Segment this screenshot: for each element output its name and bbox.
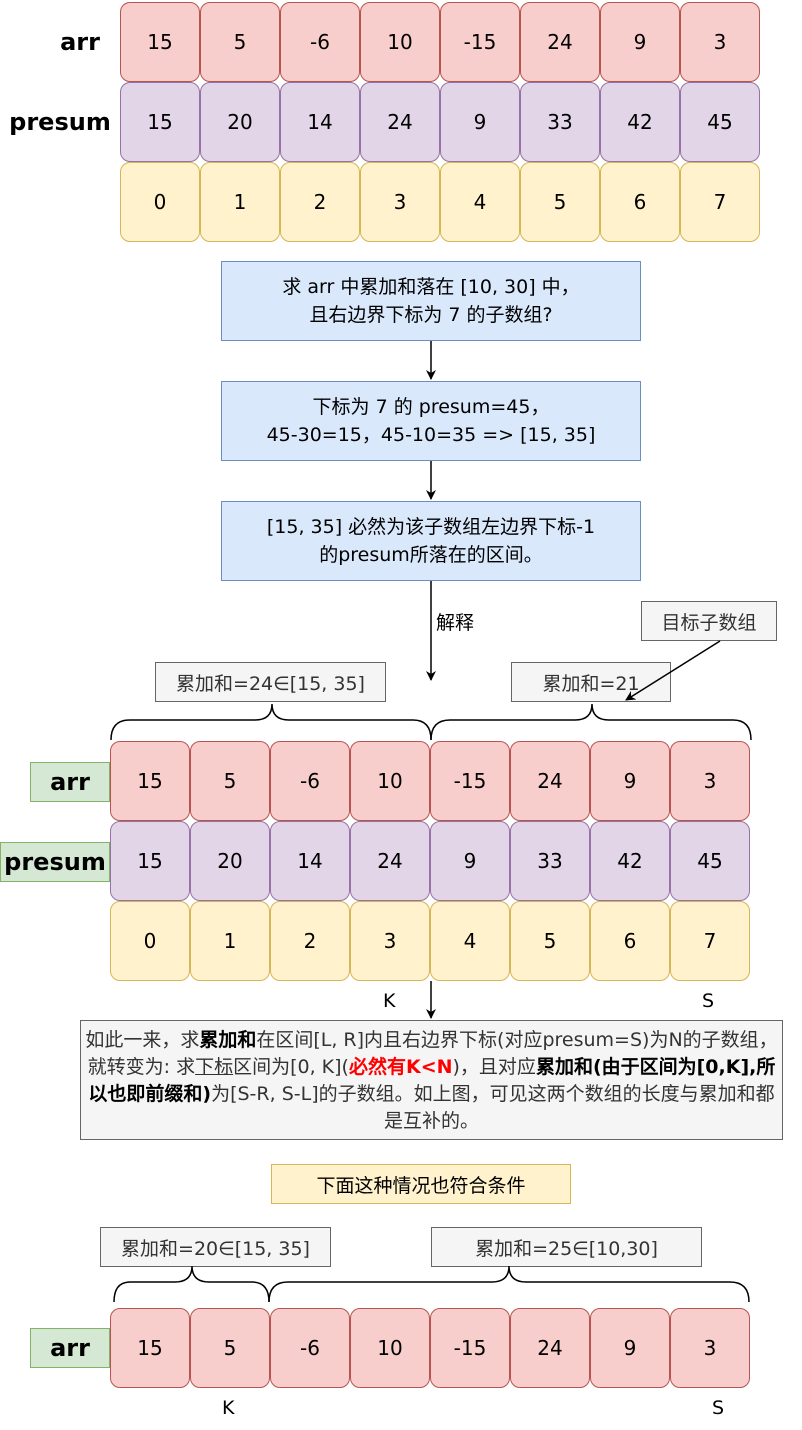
index-cell: 7 bbox=[680, 162, 760, 242]
sum-right-label: 累加和=21 bbox=[511, 662, 671, 702]
arr-cell: -6 bbox=[270, 741, 350, 821]
index-cell: 2 bbox=[280, 162, 360, 242]
case2-sum-right-label: 累加和=25∈[10,30] bbox=[431, 1227, 702, 1267]
index-cell: 1 bbox=[190, 901, 270, 981]
case2-sum-left-label: 累加和=20∈[15, 35] bbox=[100, 1227, 331, 1267]
presum-cell: 33 bbox=[510, 821, 590, 901]
presum-cell: 15 bbox=[120, 82, 200, 162]
presum-cell: 14 bbox=[280, 82, 360, 162]
presum-row-label-top: presum bbox=[9, 108, 111, 136]
presum-cell: 24 bbox=[360, 82, 440, 162]
presum-cell: 9 bbox=[440, 82, 520, 162]
k-marker-bottom: K bbox=[222, 1397, 235, 1419]
explanation-bold-prefix: 累加和(由于区间为[0,K],所以也即前缀和) bbox=[88, 1056, 776, 1105]
presum-row-label-mid: presum bbox=[0, 842, 110, 882]
arrow-target-subarray bbox=[625, 640, 721, 701]
k-marker-mid: K bbox=[383, 990, 396, 1012]
index-cell: 3 bbox=[360, 162, 440, 242]
s-marker-bottom: S bbox=[712, 1397, 725, 1419]
index-cell: 0 bbox=[110, 901, 190, 981]
explanation-text: 为[S-R, S-L]的子数组。如上图，可见这两个数组的长度与累加和都是互补的。 bbox=[211, 1083, 775, 1132]
step-interval-line1: [15, 35] 必然为该子数组左边界下标-1 bbox=[266, 516, 596, 538]
arr-row-label-mid: arr bbox=[30, 762, 110, 802]
explanation-underline-index: 下标 bbox=[195, 1056, 234, 1078]
explanation-highlight: 必然有K<N bbox=[348, 1056, 453, 1078]
arr-cell: 10 bbox=[350, 741, 430, 821]
arr-cell: 9 bbox=[600, 2, 680, 82]
step-presum-line2: 45-30=15，45-10=35 => [15, 35] bbox=[266, 424, 596, 446]
presum-cell: 20 bbox=[200, 82, 280, 162]
index-cell: 5 bbox=[520, 162, 600, 242]
arr-cell: -6 bbox=[270, 1308, 350, 1388]
step-interval-line2: 的presum所落在的区间。 bbox=[319, 544, 543, 566]
arr-cell: 5 bbox=[190, 1308, 270, 1388]
explanation-text: 如此一来，求 bbox=[85, 1029, 200, 1051]
presum-cell: 20 bbox=[190, 821, 270, 901]
explanation-text: 区间为[0, K]( bbox=[233, 1056, 349, 1078]
explanation-box: 如此一来，求累加和在区间[L, R]内且右边界下标(对应presum=S)为N的… bbox=[80, 1020, 783, 1140]
arr-row-label-bottom: arr bbox=[30, 1328, 110, 1368]
arr-cell: 5 bbox=[200, 2, 280, 82]
brace-left-mid bbox=[110, 703, 432, 741]
index-cell: 6 bbox=[600, 162, 680, 242]
step-presum-line1: 下标为 7 的 presum=45， bbox=[312, 396, 550, 418]
arr-cell: 10 bbox=[350, 1308, 430, 1388]
arr-cell: -6 bbox=[280, 2, 360, 82]
brace-right-mid bbox=[430, 703, 752, 741]
arr-cell: 10 bbox=[360, 2, 440, 82]
arr-cell: 24 bbox=[510, 741, 590, 821]
presum-cell: 45 bbox=[680, 82, 760, 162]
arr-cell: 9 bbox=[590, 741, 670, 821]
arr-cell: 3 bbox=[680, 2, 760, 82]
presum-cell: 33 bbox=[520, 82, 600, 162]
brace-left-bottom bbox=[113, 1265, 270, 1303]
arr-row-label-top: arr bbox=[60, 28, 100, 56]
arr-cell: 3 bbox=[670, 1308, 750, 1388]
presum-cell: 9 bbox=[430, 821, 510, 901]
index-cell: 7 bbox=[670, 901, 750, 981]
step-question-line1: 求 arr 中累加和落在 [10, 30] 中， bbox=[282, 276, 580, 298]
s-marker-mid: S bbox=[702, 990, 715, 1012]
presum-cell: 14 bbox=[270, 821, 350, 901]
target-subarray-label: 目标子数组 bbox=[641, 601, 777, 641]
arr-cell: 15 bbox=[120, 2, 200, 82]
case2-title: 下面这种情况也符合条件 bbox=[271, 1164, 571, 1204]
step-question-line2: 且右边界下标为 7 的子数组? bbox=[309, 304, 553, 326]
presum-cell: 42 bbox=[590, 821, 670, 901]
presum-cell: 15 bbox=[110, 821, 190, 901]
arr-cell: 24 bbox=[510, 1308, 590, 1388]
explanation-text: )，且对应 bbox=[452, 1056, 536, 1078]
presum-cell: 45 bbox=[670, 821, 750, 901]
explain-arrow-label: 解释 bbox=[436, 612, 475, 634]
step-presum-box: 下标为 7 的 presum=45， 45-30=15，45-10=35 => … bbox=[221, 381, 641, 461]
step-interval-box: [15, 35] 必然为该子数组左边界下标-1 的presum所落在的区间。 bbox=[221, 501, 641, 581]
arr-cell: 3 bbox=[670, 741, 750, 821]
presum-cell: 42 bbox=[600, 82, 680, 162]
explanation-text: 在区间[L, R]内且右边界下标(对应presum=S)为N的子数组，就转变为:… bbox=[87, 1029, 778, 1078]
arr-cell: 15 bbox=[110, 1308, 190, 1388]
index-cell: 1 bbox=[200, 162, 280, 242]
index-cell: 2 bbox=[270, 901, 350, 981]
step-question-box: 求 arr 中累加和落在 [10, 30] 中， 且右边界下标为 7 的子数组? bbox=[221, 261, 641, 341]
arr-cell: -15 bbox=[440, 2, 520, 82]
sum-left-label: 累加和=24∈[15, 35] bbox=[155, 662, 386, 702]
index-cell: 3 bbox=[350, 901, 430, 981]
index-cell: 4 bbox=[440, 162, 520, 242]
index-cell: 6 bbox=[590, 901, 670, 981]
arr-cell: 24 bbox=[520, 2, 600, 82]
index-cell: 4 bbox=[430, 901, 510, 981]
arr-cell: 15 bbox=[110, 741, 190, 821]
arr-cell: 5 bbox=[190, 741, 270, 821]
arr-cell: 9 bbox=[590, 1308, 670, 1388]
arr-cell: -15 bbox=[430, 1308, 510, 1388]
arr-cell: -15 bbox=[430, 741, 510, 821]
index-cell: 5 bbox=[510, 901, 590, 981]
explanation-bold-sum: 累加和 bbox=[199, 1029, 257, 1051]
presum-cell: 24 bbox=[350, 821, 430, 901]
index-cell: 0 bbox=[120, 162, 200, 242]
brace-right-bottom bbox=[268, 1265, 750, 1303]
